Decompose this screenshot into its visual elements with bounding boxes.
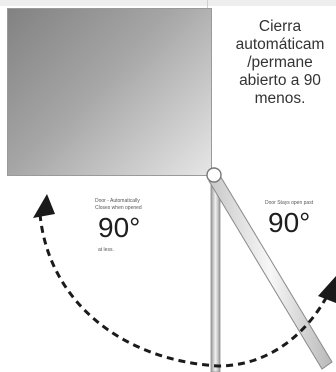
left-angle-label: 90°	[98, 212, 141, 243]
hinge	[206, 167, 222, 183]
left-note-line1: Door - Automatically	[95, 198, 140, 204]
arrowhead-left	[33, 194, 55, 218]
right-note: Door Stays open past	[265, 200, 314, 206]
closed-door-leaf	[7, 8, 212, 176]
caption-line: automáticam	[235, 36, 325, 53]
frame-line	[207, 0, 208, 8]
top-band	[0, 0, 336, 6]
caption-line: /permane	[247, 54, 313, 71]
swing-arc	[38, 213, 328, 368]
arrowhead-right	[318, 276, 336, 303]
caption-line: abierto a 90	[239, 72, 321, 89]
caption-line: Cierra	[258, 18, 302, 35]
left-note-line2: Closes when opened	[95, 205, 142, 211]
left-note-line3: at less.	[98, 247, 114, 253]
caption: Cierra automáticam /permane abierto a 90…	[205, 18, 336, 108]
right-angle-label: 90°	[268, 207, 311, 238]
wall-post	[210, 177, 221, 372]
caption-line: menos.	[254, 90, 306, 107]
